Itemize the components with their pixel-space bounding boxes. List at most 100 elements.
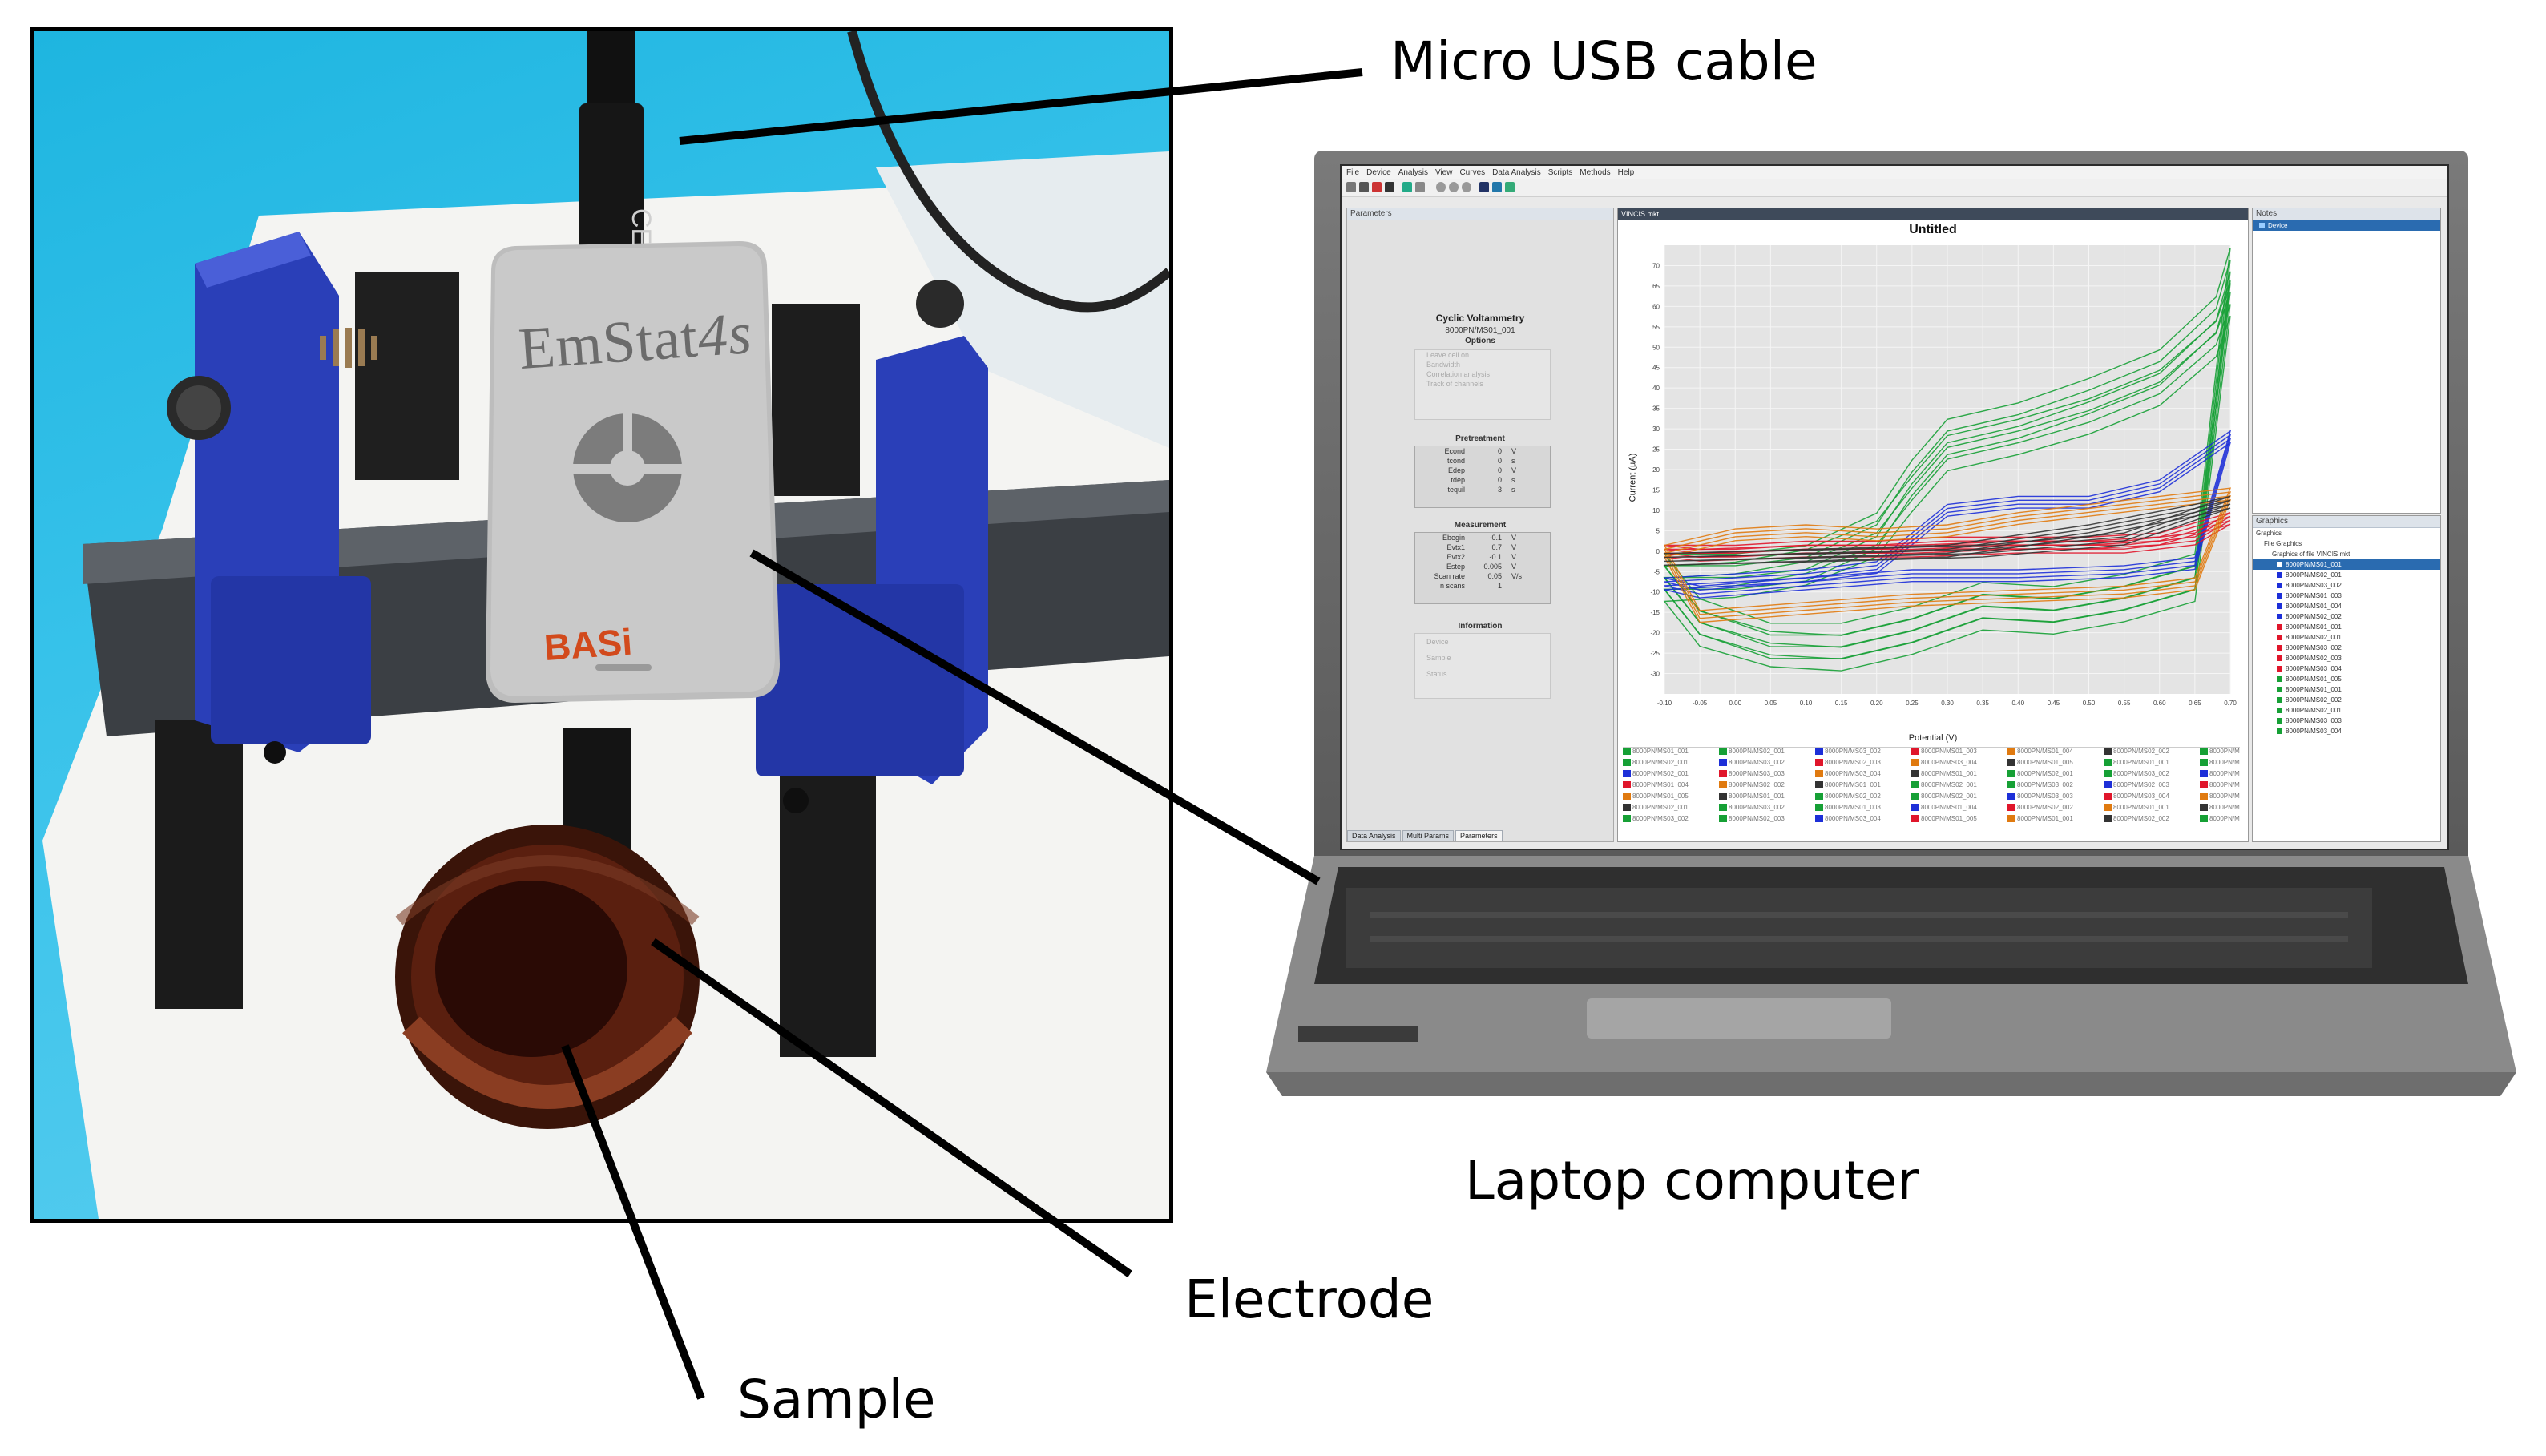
- settings-icon[interactable]: [1415, 182, 1425, 192]
- graphics-curve-item[interactable]: 8000PN/MS01_003: [2253, 591, 2440, 601]
- option-item[interactable]: Leave cell on: [1426, 351, 1470, 359]
- graphics-curve-item[interactable]: 8000PN/MS01_005: [2253, 674, 2440, 684]
- legend-entry: 8000PN/MS03_003: [2007, 793, 2104, 800]
- graphics-curve-item[interactable]: 8000PN/MS02_002: [2253, 611, 2440, 622]
- graphics-curve-item[interactable]: 8000PN/MS01_001: [2253, 684, 2440, 695]
- param-value[interactable]: 0: [1497, 476, 1502, 484]
- graphics-curve-item[interactable]: 8000PN/MS02_001: [2253, 570, 2440, 580]
- graphics-curve-item[interactable]: 8000PN/MS01_004: [2253, 601, 2440, 611]
- menu-file[interactable]: File: [1346, 167, 1360, 177]
- legend-entry: 8000PN/MS03_002: [2104, 770, 2200, 777]
- param-value[interactable]: 3: [1497, 486, 1502, 494]
- graphics-curve-item[interactable]: 8000PN/MS03_004: [2253, 726, 2440, 736]
- graphics-curve-item[interactable]: 8000PN/MS03_003: [2253, 716, 2440, 726]
- legend-entry: 8000PN/MS03_004: [1815, 770, 1911, 777]
- y-tick-label: 40: [1652, 385, 1660, 392]
- export-icon[interactable]: [1492, 182, 1502, 192]
- option-item[interactable]: Correlation analysis: [1426, 370, 1491, 378]
- param-value[interactable]: -0.1: [1489, 553, 1502, 561]
- tab-multi-params[interactable]: Multi Params: [1402, 830, 1455, 841]
- electrode-label: Electrode: [1184, 1268, 1434, 1330]
- graphics-curve-item[interactable]: 8000PN/MS02_003: [2253, 653, 2440, 663]
- y-tick-label: 10: [1652, 507, 1660, 514]
- curve-label: 8000PN/MS03_003: [2286, 717, 2342, 724]
- param-unit: s: [1511, 457, 1515, 465]
- param-value[interactable]: 0: [1497, 447, 1502, 455]
- tab-data-analysis[interactable]: Data Analysis: [1347, 830, 1401, 841]
- graphics-curve-item[interactable]: 8000PN/MS01_001: [2253, 559, 2440, 570]
- graphics-curve-item[interactable]: 8000PN/MS02_001: [2253, 632, 2440, 643]
- param-unit: V: [1511, 466, 1517, 474]
- option-item[interactable]: Bandwidth: [1426, 361, 1461, 369]
- laptop-callout-line: [749, 549, 1321, 885]
- menu-methods[interactable]: Methods: [1580, 167, 1611, 177]
- param-unit: V: [1511, 543, 1517, 551]
- x-tick-label: -0.10: [1657, 700, 1672, 707]
- tree-graphics-of-file[interactable]: Graphics of file VINCIS mkt: [2272, 551, 2350, 558]
- param-value[interactable]: 0.005: [1483, 563, 1502, 571]
- x-tick-label: 0.70: [2224, 700, 2237, 707]
- menu-scripts[interactable]: Scripts: [1547, 167, 1573, 177]
- legend-entry: 8000PN/MS01_001: [2200, 793, 2240, 800]
- menu-help[interactable]: Help: [1617, 167, 1635, 177]
- legend-entry: 8000PN/MS02_001: [1623, 759, 1719, 766]
- param-value[interactable]: 0.7: [1491, 543, 1502, 551]
- graphics-curve-item[interactable]: 8000PN/MS03_004: [2253, 663, 2440, 674]
- param-value[interactable]: 0: [1497, 457, 1502, 465]
- run-icon[interactable]: [1436, 182, 1446, 192]
- open-icon[interactable]: [1359, 182, 1369, 192]
- stop-icon[interactable]: [1462, 182, 1471, 192]
- param-value[interactable]: -0.1: [1489, 534, 1502, 542]
- menu-analysis[interactable]: Analysis: [1398, 167, 1428, 177]
- option-item[interactable]: Track of channels: [1426, 380, 1483, 388]
- param-value[interactable]: 0: [1497, 466, 1502, 474]
- electrode-callout-line: [651, 938, 1132, 1278]
- connect-icon[interactable]: [1402, 182, 1412, 192]
- graphics-curve-item[interactable]: 8000PN/MS02_002: [2253, 695, 2440, 705]
- curve-color-swatch: [2277, 614, 2282, 619]
- curve-color-swatch: [2277, 728, 2282, 734]
- tree-file-graphics[interactable]: File Graphics: [2264, 540, 2302, 547]
- graphics-curve-item[interactable]: 8000PN/MS01_001: [2253, 622, 2440, 632]
- measurement-label: Measurement: [1454, 521, 1507, 530]
- curve-color-swatch: [2277, 655, 2282, 661]
- flask-icon[interactable]: [1385, 182, 1394, 192]
- legend-entry: 8000PN/MS01_001: [1815, 781, 1911, 788]
- menu-device[interactable]: Device: [1366, 167, 1391, 177]
- series-line: [1664, 507, 2231, 566]
- y-tick-label: -15: [1650, 609, 1660, 616]
- curve-label: 8000PN/MS01_005: [2286, 676, 2342, 683]
- y-tick-label: -5: [1654, 568, 1660, 575]
- graphics-curve-item[interactable]: 8000PN/MS03_002: [2253, 643, 2440, 653]
- notes-device-item[interactable]: Device: [2253, 220, 2440, 231]
- menu-view[interactable]: View: [1434, 167, 1453, 177]
- graphics-curve-item[interactable]: 8000PN/MS02_001: [2253, 705, 2440, 716]
- param-value[interactable]: 1: [1497, 582, 1502, 590]
- tab-parameters[interactable]: Parameters: [1455, 830, 1503, 841]
- curve-color-swatch: [2277, 562, 2282, 567]
- legend-entry: 8000PN/MS02_002: [1815, 793, 1911, 800]
- view-icon[interactable]: [1505, 182, 1515, 192]
- menu-data-analysis[interactable]: Data Analysis: [1492, 167, 1541, 177]
- y-tick-label: -10: [1650, 589, 1660, 596]
- param-value[interactable]: 0.05: [1487, 572, 1502, 580]
- parameters-panel-title: Parameters: [1347, 208, 1613, 220]
- record-icon[interactable]: [1372, 182, 1382, 192]
- y-tick-label: 70: [1652, 262, 1660, 269]
- param-name: Econd: [1444, 447, 1465, 455]
- menu-curves[interactable]: Curves: [1459, 167, 1486, 177]
- pause-icon[interactable]: [1449, 182, 1459, 192]
- new-icon[interactable]: [1346, 182, 1356, 192]
- save-icon[interactable]: [1479, 182, 1489, 192]
- x-tick-label: 0.30: [1941, 700, 1954, 707]
- tree-graphics[interactable]: Graphics: [2256, 530, 2282, 537]
- y-tick-label: 55: [1652, 324, 1660, 331]
- curve-color-swatch: [2277, 593, 2282, 599]
- graphics-curve-item[interactable]: 8000PN/MS03_002: [2253, 580, 2440, 591]
